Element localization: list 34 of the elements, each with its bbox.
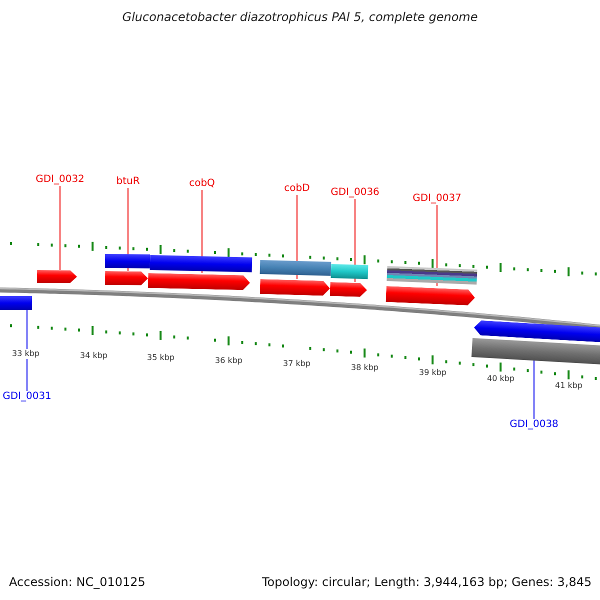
gene-label: GDI_0036 [330, 187, 380, 199]
leader-line [26, 310, 28, 392]
scale-label: 35 kbp [147, 353, 175, 363]
gene-label: cobD [284, 183, 310, 195]
scale-label: 34 kbp [80, 351, 108, 361]
gene-feature [150, 255, 252, 272]
gene-feature [386, 266, 478, 285]
scale-label: 37 kbp [283, 359, 311, 369]
gene-feature [330, 282, 368, 298]
gene-feature [104, 254, 150, 268]
gene-feature [260, 279, 330, 296]
diagram-title: Gluconacetobacter diazotrophicus PAl 5, complete genome [121, 10, 479, 24]
gene-label: GDI_0032 [36, 174, 84, 186]
scale-label: 39 kbp [419, 368, 447, 378]
gene-label: cobQ [189, 178, 215, 190]
scale-label: 33 kbp [12, 349, 40, 359]
gene-feature [471, 338, 600, 365]
scale-label: 40 kbp [487, 374, 515, 384]
gene-feature [36, 270, 78, 284]
scale-label: 36 kbp [215, 356, 243, 366]
scale-label: 38 kbp [351, 363, 379, 373]
gene-label: btuR [116, 176, 140, 188]
gene-feature [148, 273, 250, 290]
gene-label: GDI_0038 [510, 419, 558, 431]
gene-feature [0, 296, 32, 310]
gene-feature [260, 260, 332, 276]
gene-label: GDI_0031 [2, 391, 52, 403]
scale-label: 41 kbp [555, 381, 583, 391]
footer-text: Topology: circular; Length: 3,944,163 bp; Genes: 3,845 [262, 575, 592, 589]
gene-feature [330, 264, 368, 280]
gene-feature [386, 286, 476, 306]
gene-label: GDI_0037 [412, 193, 462, 205]
footer-text: Accession: NC_010125 [9, 575, 146, 589]
gene-feature [104, 271, 148, 286]
